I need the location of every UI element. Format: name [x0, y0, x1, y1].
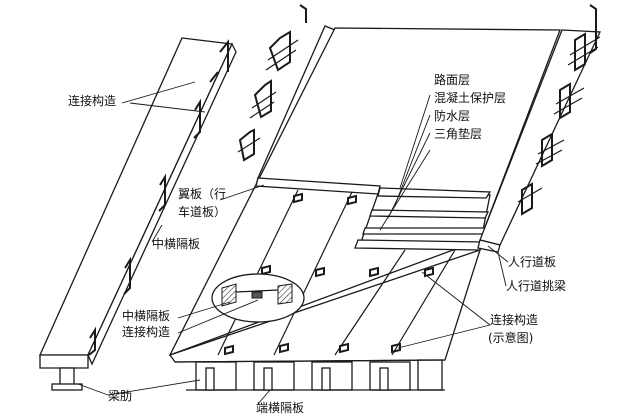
label-sidewalk-plate: 人行道板 — [508, 255, 556, 269]
label-connection-schematic-2: (示意图) — [488, 330, 533, 345]
label-mid-diaphragm-conn-1: 中横隔板 — [122, 308, 170, 323]
label-waterproof: 防水层 — [434, 108, 470, 123]
right-sidewalk-strip — [477, 4, 601, 253]
label-end-diaphragm: 端横隔板 — [256, 401, 304, 415]
beam-ribs — [174, 359, 446, 391]
label-concrete-protect: 混凝土保护层 — [434, 90, 506, 105]
label-wing-plate-2: 车道板） — [178, 204, 226, 219]
main-deck — [168, 27, 561, 363]
label-road-surface: 路面层 — [434, 72, 470, 87]
left-t-beam — [38, 37, 237, 391]
label-mid-diaphragm: 中横隔板 — [152, 236, 200, 251]
label-connection-schematic-1: 连接构造 — [490, 312, 538, 327]
diaphragm-cutaway — [211, 273, 305, 323]
label-mid-diaphragm-conn-2: 连接构造 — [122, 324, 170, 339]
leader-lines — [77, 81, 509, 405]
label-wing-plate-1: 翼板（行 — [178, 187, 226, 201]
label-sidewalk-beam: 人行道挑梁 — [506, 278, 566, 293]
label-beam-rib: 梁肋 — [108, 388, 132, 403]
joint-connectors — [224, 192, 434, 356]
label-triangle-pad: 三角垫层 — [434, 126, 482, 141]
label-connection-top: 连接构造 — [68, 93, 116, 108]
